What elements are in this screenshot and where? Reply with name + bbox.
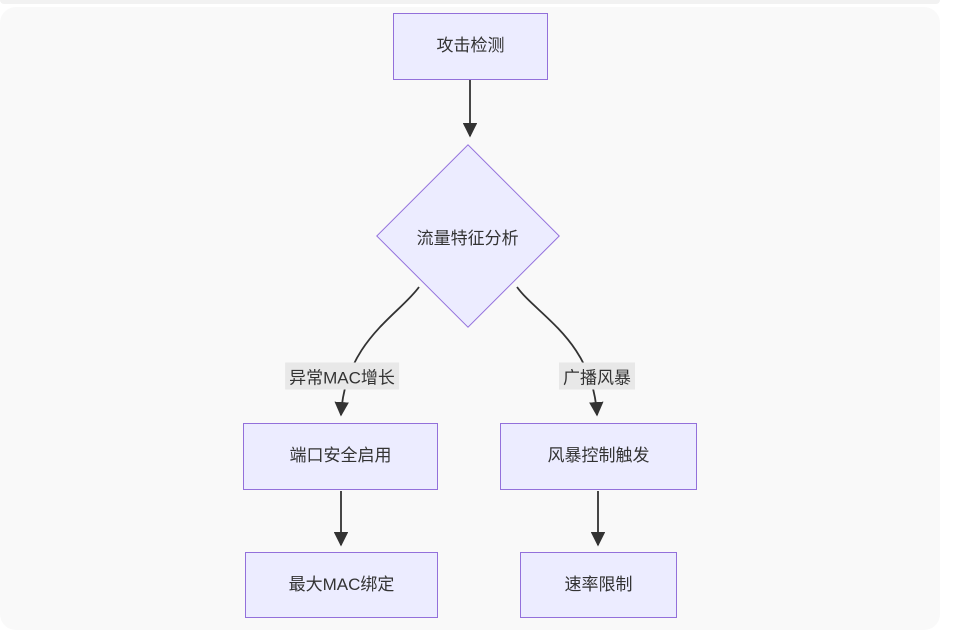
- edge-label-broadcast-storm: 广播风暴: [559, 362, 635, 390]
- node-traffic-analysis-label: 流量特征分析: [417, 228, 519, 248]
- node-rate-limit: 速率限制: [520, 552, 677, 618]
- node-storm-control-trigger-label: 风暴控制触发: [547, 446, 650, 466]
- node-storm-control-trigger: 风暴控制触发: [500, 423, 697, 490]
- card-top-edge: [0, 0, 940, 4]
- node-port-security-enable-label: 端口安全启用: [289, 446, 392, 466]
- node-rate-limit-label: 速率限制: [564, 574, 633, 594]
- node-port-security-enable: 端口安全启用: [243, 423, 438, 490]
- node-max-mac-binding: 最大MAC绑定: [245, 552, 438, 618]
- node-attack-detection: 攻击检测: [393, 13, 548, 80]
- node-attack-detection-label: 攻击检测: [436, 36, 505, 56]
- edge-label-abnormal-mac-growth: 异常MAC增长: [285, 362, 399, 390]
- node-max-mac-binding-label: 最大MAC绑定: [288, 574, 395, 594]
